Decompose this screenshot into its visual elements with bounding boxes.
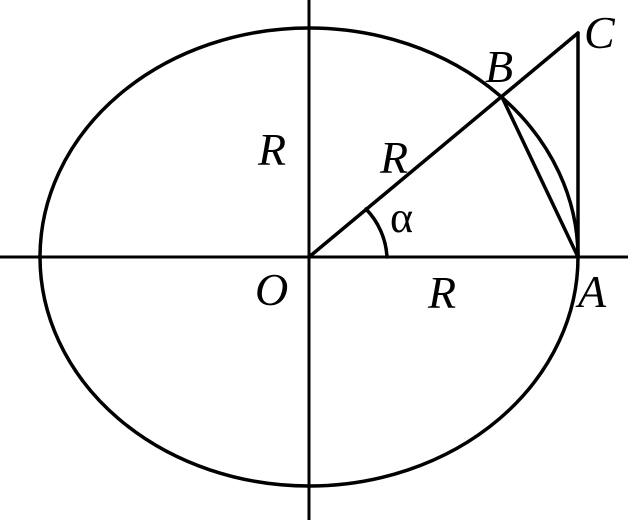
label-r-horizontal: R	[427, 267, 456, 318]
label-point-c: C	[584, 7, 616, 58]
label-r-diagonal: R	[379, 132, 408, 183]
label-point-b: B	[485, 41, 513, 92]
label-r-vertical: R	[257, 124, 286, 175]
label-angle-alpha: α	[390, 193, 413, 242]
label-point-a: A	[575, 266, 607, 317]
label-origin-o: O	[255, 264, 288, 315]
chord-a-to-b	[500, 95, 580, 259]
line-o-to-c	[307, 31, 580, 259]
angle-arc	[364, 207, 389, 259]
